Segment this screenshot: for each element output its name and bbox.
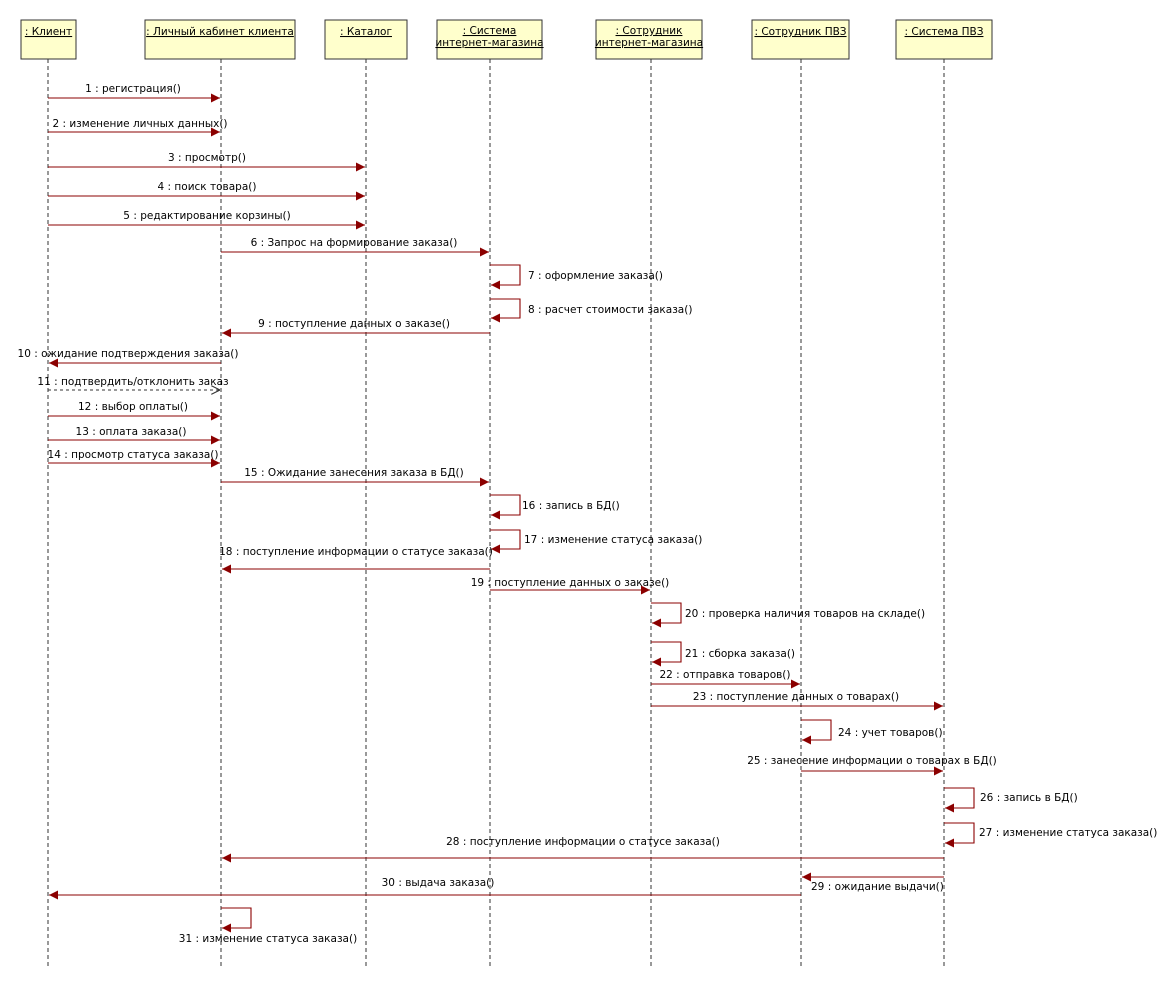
message-label: 25 : занесение информации о товарах в БД… — [747, 755, 997, 767]
lifeline-label: : Каталог — [340, 26, 392, 38]
lifeline-label: интернет-магазина — [595, 37, 703, 49]
message-label: 21 : сборка заказа() — [685, 648, 795, 660]
lifeline-box — [595, 19, 703, 60]
message-label: 12 : выбор оплаты() — [78, 401, 188, 413]
message-5: 5 : редактирование корзины() — [48, 210, 365, 230]
message-30: 30 : выдача заказа() — [49, 877, 801, 900]
message-label: 1 : регистрация() — [85, 83, 181, 95]
self-message-arrow — [490, 529, 521, 554]
message-label: 4 : поиск товара() — [158, 181, 257, 193]
message-17: 17 : изменение статуса заказа() — [490, 529, 702, 554]
lifeline-box — [895, 19, 993, 60]
message-26: 26 : запись в БД() — [944, 787, 1078, 813]
lifeline-box — [436, 19, 543, 60]
message-label: 3 : просмотр() — [168, 152, 246, 164]
message-9: 9 : поступление данных о заказе() — [222, 318, 490, 338]
message-20: 20 : проверка наличия товаров на складе(… — [651, 602, 925, 628]
self-message-arrow — [490, 494, 521, 520]
messages: 1 : регистрация() 2 : изменение личных да… — [18, 83, 1158, 945]
message-label: 11 : подтвердить/отклонить заказ — [37, 376, 228, 388]
message-31: 31 : изменение статуса заказа() — [179, 907, 357, 945]
message-label: 2 : изменение личных данных() — [52, 118, 227, 130]
lifeline-catalog: : Каталог — [324, 19, 408, 968]
message-10: 10 : ожидание подтверждения заказа() — [18, 348, 239, 368]
lifeline-cabinet: : Личный кабинет клиента — [144, 19, 296, 968]
message-label: 13 : оплата заказа() — [76, 426, 187, 438]
message-15: 15 : Ожидание занесения заказа в БД() — [221, 467, 489, 487]
self-message-arrow — [944, 822, 975, 848]
message-label: 24 : учет товаров() — [838, 727, 943, 739]
message-label: 30 : выдача заказа() — [382, 877, 495, 889]
self-message-arrow — [651, 602, 682, 628]
message-label: 15 : Ожидание занесения заказа в БД() — [244, 467, 464, 479]
self-message-arrow — [651, 641, 682, 667]
message-label: 14 : просмотр статуса заказа() — [48, 449, 219, 461]
message-label: 29 : ожидание выдачи() — [811, 881, 944, 893]
lifeline-pvz-staff: : Сотрудник ПВЗ — [751, 19, 850, 968]
message-label: 26 : запись в БД() — [980, 792, 1078, 804]
lifeline-box — [20, 19, 77, 60]
message-label: 18 : поступление информации о статусе за… — [219, 546, 493, 558]
lifelines: : Клиент : Личный кабинет клиента : Катало… — [20, 19, 993, 968]
lifeline-client: : Клиент — [20, 19, 77, 968]
message-label: 8 : расчет стоимости заказа() — [528, 304, 692, 316]
message-12: 12 : выбор оплаты() — [48, 401, 220, 421]
lifeline-label: : Система — [463, 25, 517, 37]
message-label: 6 : Запрос на формирование заказа() — [251, 237, 458, 249]
message-25: 25 : занесение информации о товарах в БД… — [747, 755, 997, 776]
message-label: 19 : поступление данных о заказе() — [471, 577, 670, 589]
message-label: 5 : редактирование корзины() — [123, 210, 290, 222]
lifeline-box — [144, 19, 296, 60]
message-6: 6 : Запрос на формирование заказа() — [221, 237, 489, 257]
message-18: 18 : поступление информации о статусе за… — [219, 546, 493, 574]
message-label: 23 : поступление данных о товарах() — [693, 691, 899, 703]
message-2: 2 : изменение личных данных() — [48, 118, 228, 137]
message-14: 14 : просмотр статуса заказа() — [48, 449, 220, 468]
message-label: 17 : изменение статуса заказа() — [524, 534, 702, 546]
message-7: 7 : оформление заказа() — [490, 264, 663, 290]
message-23: 23 : поступление данных о товарах() — [651, 691, 943, 711]
message-1: 1 : регистрация() — [48, 83, 220, 103]
message-4: 4 : поиск товара() — [48, 181, 365, 201]
lifeline-label: интернет-магазина — [435, 37, 543, 49]
lifeline-pvz-system: : Система ПВЗ — [895, 19, 993, 968]
message-label: 28 : поступление информации о статусе за… — [446, 836, 720, 848]
message-label: 31 : изменение статуса заказа() — [179, 933, 357, 945]
lifeline-label: : Клиент — [25, 26, 72, 38]
message-13: 13 : оплата заказа() — [48, 426, 220, 445]
message-29: 29 : ожидание выдачи() — [802, 872, 944, 893]
message-3: 3 : просмотр() — [48, 152, 365, 172]
lifeline-label: : Сотрудник — [616, 25, 683, 37]
self-message-arrow — [221, 907, 252, 933]
message-label: 22 : отправка товаров() — [659, 669, 790, 681]
lifeline-box — [324, 19, 408, 60]
message-8: 8 : расчет стоимости заказа() — [490, 298, 692, 323]
message-label: 20 : проверка наличия товаров на складе(… — [685, 608, 925, 620]
message-24: 24 : учет товаров() — [801, 719, 943, 745]
message-27: 27 : изменение статуса заказа() — [944, 822, 1157, 848]
lifeline-label: : Личный кабинет клиента — [146, 26, 294, 38]
self-message-arrow — [490, 298, 521, 323]
message-11: 11 : подтвердить/отклонить заказ — [37, 376, 229, 390]
message-21: 21 : сборка заказа() — [651, 641, 795, 667]
message-22: 22 : отправка товаров() — [651, 669, 800, 689]
self-message-arrow — [490, 264, 521, 290]
lifeline-label: : Сотрудник ПВЗ — [754, 26, 846, 38]
message-label: 16 : запись в БД() — [522, 500, 620, 512]
message-label: 27 : изменение статуса заказа() — [979, 827, 1157, 839]
self-message-arrow — [801, 719, 832, 745]
lifeline-label: : Система ПВЗ — [905, 26, 984, 38]
message-label: 10 : ожидание подтверждения заказа() — [18, 348, 239, 360]
message-16: 16 : запись в БД() — [490, 494, 620, 520]
message-label: 7 : оформление заказа() — [528, 270, 663, 282]
message-label: 9 : поступление данных о заказе() — [258, 318, 450, 330]
message-28: 28 : поступление информации о статусе за… — [222, 836, 944, 863]
message-19: 19 : поступление данных о заказе() — [471, 577, 670, 595]
lifeline-box — [751, 19, 850, 60]
self-message-arrow — [944, 787, 975, 813]
